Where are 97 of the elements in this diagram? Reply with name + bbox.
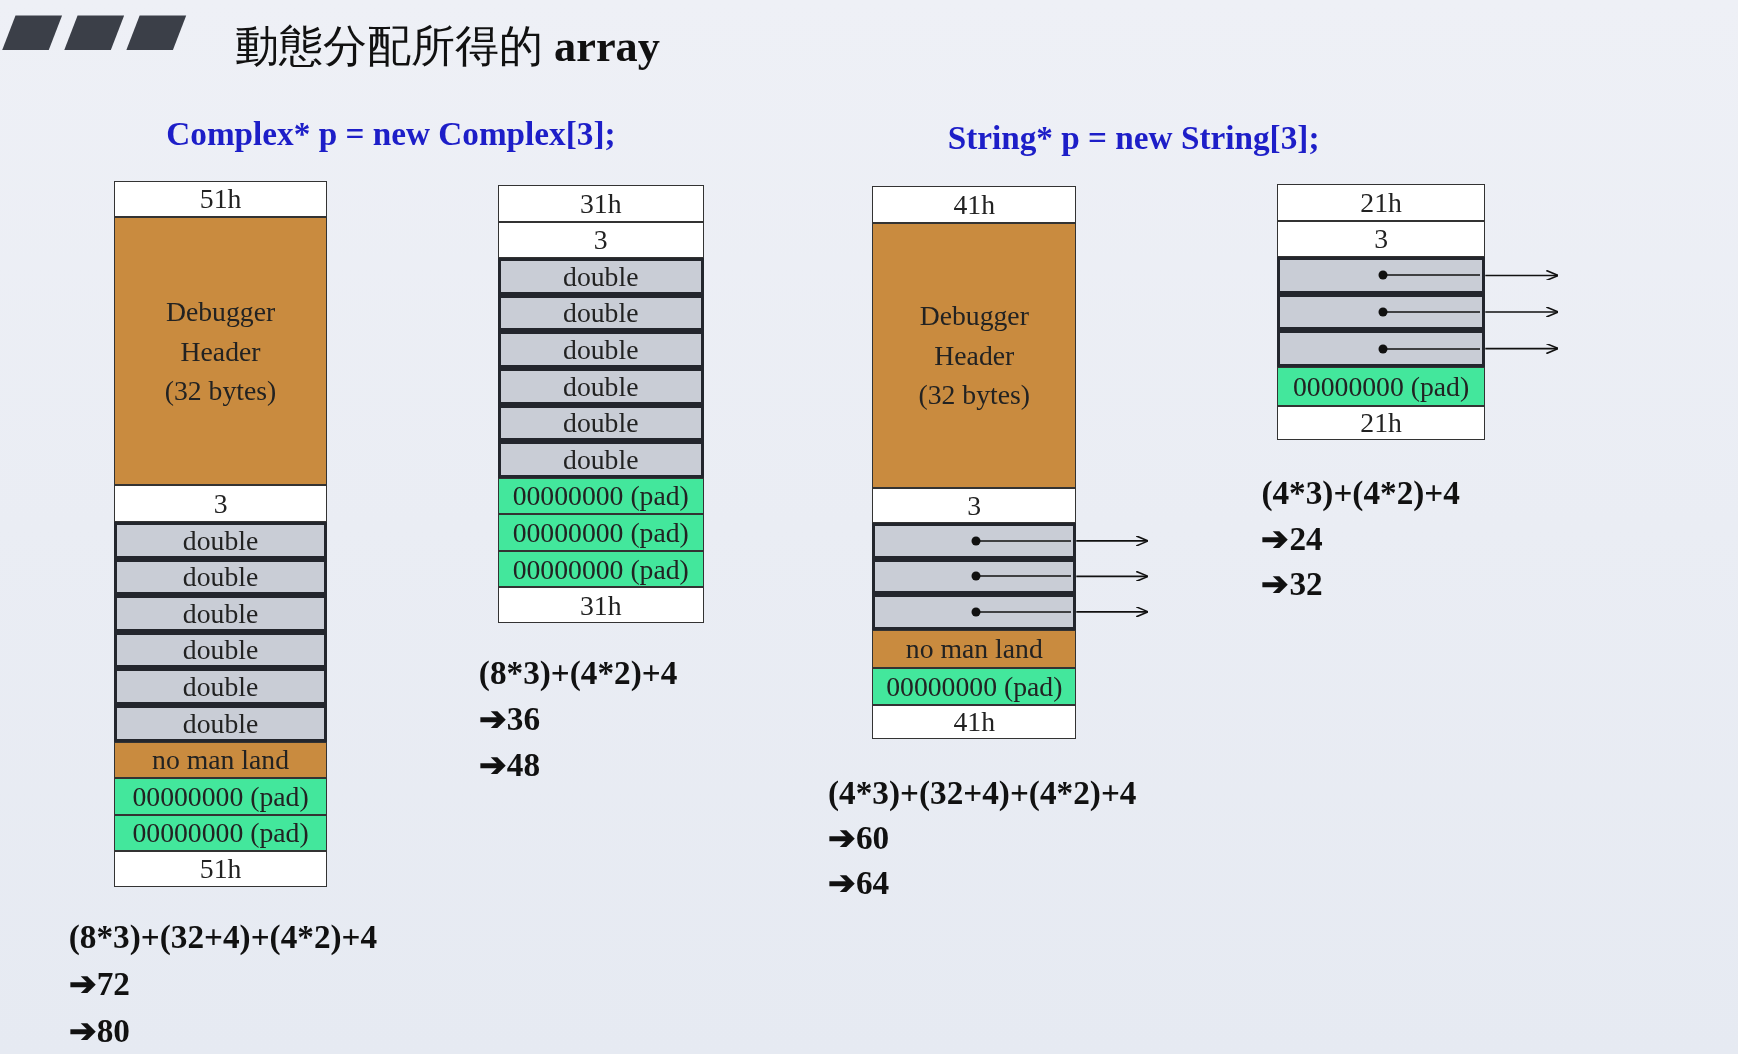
size-formula: ➔24 xyxy=(1261,518,1323,558)
memory-cell xyxy=(872,668,1077,705)
memory-cell xyxy=(114,522,327,559)
cell-label: 41h xyxy=(953,705,996,740)
cell-label: 3 xyxy=(967,488,982,523)
cell-label: double xyxy=(563,406,639,441)
pointer-cell xyxy=(1276,293,1486,331)
size-formula: ➔60 xyxy=(828,818,890,857)
cell-label: double xyxy=(563,442,639,477)
cell-label: 31h xyxy=(579,588,622,623)
cell-label: no man land xyxy=(905,632,1043,667)
memory-cell xyxy=(497,185,704,222)
cell-label: 31h xyxy=(579,186,622,221)
memory-cell xyxy=(1276,366,1486,406)
pointer-cell xyxy=(872,523,1077,559)
cell-label: 41h xyxy=(953,187,996,222)
size-formula: ➔64 xyxy=(828,863,890,903)
pointer-arrow xyxy=(1075,606,1149,618)
memory-cell xyxy=(872,629,1077,669)
cell-label: double xyxy=(563,333,639,368)
cell-label: double xyxy=(182,633,259,668)
cell-label: Debugger Header (32 bytes) xyxy=(917,299,1032,412)
pointer-cell xyxy=(872,594,1077,630)
cell-label: 3 xyxy=(213,487,228,522)
memory-cell xyxy=(114,485,327,523)
cell-label: 00000000 (pad) xyxy=(512,479,689,514)
memory-cell xyxy=(872,704,1077,740)
cell-label: double xyxy=(182,596,259,631)
cell-label: 00000000 (pad) xyxy=(512,515,689,550)
memory-cell xyxy=(1276,184,1486,221)
cell-label: 21h xyxy=(1360,185,1402,220)
cell-label: 00000000 (pad) xyxy=(886,670,1063,704)
cell-label: double xyxy=(182,670,259,704)
size-formula: ➔32 xyxy=(1261,564,1323,604)
cell-label: double xyxy=(182,706,259,741)
cell-label: 21h xyxy=(1360,406,1402,441)
pointer-arrow xyxy=(1484,306,1560,318)
memory-cell xyxy=(497,587,704,623)
pointer-arrow xyxy=(1484,342,1560,355)
memory-cell xyxy=(497,221,704,259)
cell-label: double xyxy=(182,523,259,558)
pointer-cell xyxy=(872,558,1077,595)
memory-cell xyxy=(497,258,704,295)
size-formula: (8*3)+(4*2)+4 xyxy=(478,653,678,692)
memory-cell xyxy=(114,558,327,596)
size-formula: ➔72 xyxy=(68,964,130,1004)
memory-cell xyxy=(497,441,704,478)
pointer-arrow xyxy=(1484,269,1560,282)
memory-cell xyxy=(114,851,327,887)
size-formula: ➔80 xyxy=(68,1010,130,1050)
memory-cell xyxy=(872,222,1077,488)
cell-label: 51h xyxy=(199,852,242,887)
memory-cell xyxy=(497,331,704,368)
cell-label: double xyxy=(563,369,639,404)
cell-label: no man land xyxy=(152,743,290,778)
memory-cell xyxy=(114,217,327,486)
cell-label: double xyxy=(563,259,639,294)
slide-title: 動態分配所得的 array xyxy=(235,19,660,73)
memory-cell xyxy=(497,477,704,515)
memory-cell xyxy=(114,704,327,742)
memory-cell xyxy=(497,514,704,551)
memory-cell xyxy=(497,404,704,442)
memory-cell xyxy=(114,668,327,705)
memory-cell xyxy=(497,294,704,332)
cell-label: double xyxy=(563,296,639,331)
memory-cell xyxy=(114,595,327,632)
cell-label: 00000000 (pad) xyxy=(512,552,689,587)
size-formula: ➔36 xyxy=(478,699,541,739)
cell-label: 3 xyxy=(593,223,608,258)
size-formula: ➔48 xyxy=(478,744,541,784)
pointer-arrow xyxy=(1075,535,1149,547)
cell-label: 51h xyxy=(199,182,242,217)
size-formula: (4*3)+(4*2)+4 xyxy=(1261,474,1460,513)
cell-label: 00000000 (pad) xyxy=(1292,369,1470,404)
memory-cell xyxy=(497,550,704,588)
size-formula: (8*3)+(32+4)+(4*2)+4 xyxy=(68,917,378,956)
cell-label: 3 xyxy=(1374,222,1388,257)
memory-cell xyxy=(114,814,327,852)
code-heading: Complex* p = new Complex[3]; xyxy=(166,115,616,154)
memory-cell xyxy=(114,180,327,218)
memory-cell xyxy=(497,368,704,405)
memory-cell xyxy=(1276,405,1486,441)
cell-label: 00000000 (pad) xyxy=(132,816,309,851)
memory-cell xyxy=(872,186,1077,223)
size-formula: (4*3)+(32+4)+(4*2)+4 xyxy=(828,773,1137,812)
pointer-arrow xyxy=(1075,570,1149,583)
cell-label: 00000000 (pad) xyxy=(132,779,309,814)
memory-cell xyxy=(114,778,327,815)
pointer-cell xyxy=(1276,330,1486,367)
memory-cell xyxy=(1276,220,1486,258)
cell-label: Debugger Header (32 bytes) xyxy=(163,295,278,409)
code-heading: String* p = new String[3]; xyxy=(947,118,1320,157)
memory-cell xyxy=(114,631,327,669)
pointer-cell xyxy=(1276,257,1486,294)
memory-cell xyxy=(114,741,327,779)
memory-cell xyxy=(872,487,1077,524)
cell-label: double xyxy=(182,560,259,595)
